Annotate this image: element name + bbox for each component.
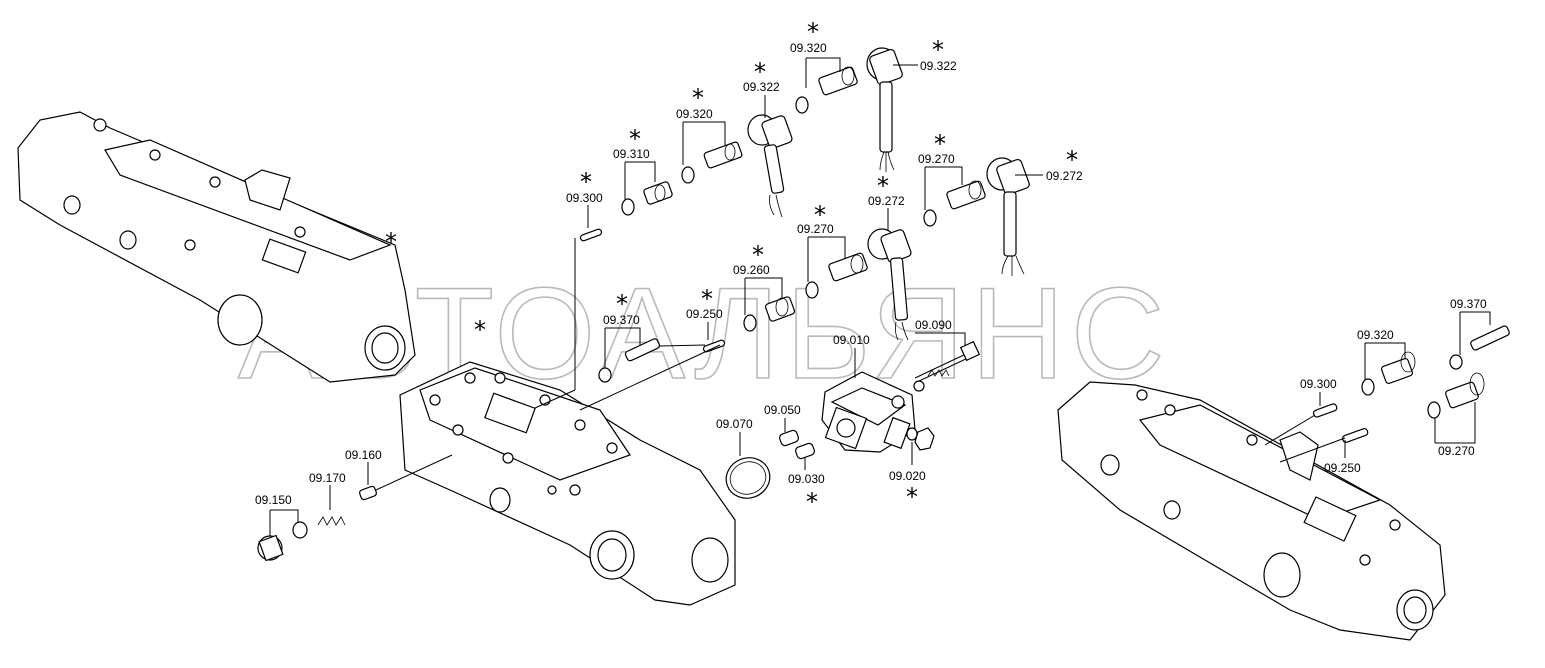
part-label: 09.300 — [566, 191, 603, 205]
part-label: 09.272 — [1046, 169, 1083, 183]
asterisk-markers: * * * * * * * * * * * * * * * * * — [385, 18, 1078, 516]
part-label: 09.272 — [868, 194, 905, 208]
connector-09-272-b — [986, 157, 1030, 276]
asterisk-marker: * — [814, 201, 826, 229]
leader-lines — [269, 57, 1491, 536]
connector-09-272-a — [867, 228, 912, 341]
sensor-09-320-b — [795, 66, 858, 114]
part-label: 09.320 — [790, 41, 827, 55]
part-label: 09.320 — [676, 107, 713, 121]
connector-09-322-a — [747, 114, 793, 218]
part-label: 09.150 — [255, 493, 292, 507]
plug-assembly — [257, 454, 453, 562]
valve-block — [821, 371, 916, 453]
part-label: 09.030 — [788, 472, 825, 486]
housing-top-left — [17, 111, 416, 383]
asterisk-marker: * — [616, 290, 628, 318]
part-label: 09.020 — [889, 469, 926, 483]
part-label: 09.010 — [833, 333, 870, 347]
part-label: 09.322 — [920, 59, 957, 73]
part-label: 09.370 — [1450, 297, 1487, 311]
part-label: 09.270 — [797, 222, 834, 236]
asterisk-marker: * — [932, 36, 944, 64]
stems-center — [534, 228, 726, 411]
asterisk-marker: * — [877, 172, 889, 200]
housing-main — [399, 361, 736, 606]
part-label: 09.260 — [733, 263, 770, 277]
asterisk-marker: * — [580, 168, 592, 196]
part-label: 09.250 — [1324, 461, 1361, 475]
bolt — [913, 340, 981, 392]
part-label: 09.170 — [309, 471, 346, 485]
asterisk-marker: * — [752, 241, 764, 269]
o-ring — [725, 457, 771, 499]
asterisk-marker: * — [474, 316, 486, 344]
sensor-09-310 — [621, 181, 673, 216]
right-group-parts — [1264, 325, 1510, 463]
part-label: 09.322 — [743, 80, 780, 94]
asterisk-marker: * — [754, 58, 766, 86]
sensor-09-270-a — [805, 252, 868, 299]
asterisk-marker: * — [934, 130, 946, 158]
asterisk-marker: * — [692, 84, 704, 112]
asterisk-marker: * — [1066, 146, 1078, 174]
part-label: 09.250 — [686, 307, 723, 321]
part-labels: 09.320 09.322 09.322 09.320 09.310 09.30… — [255, 41, 1487, 507]
part-label: 09.320 — [1357, 328, 1394, 342]
sensor-09-320-a — [681, 141, 743, 184]
part-label: 09.050 — [764, 403, 801, 417]
part-label: 09.270 — [1438, 444, 1475, 458]
sensor-09-270-b — [923, 180, 986, 227]
sensor-09-260 — [743, 296, 796, 332]
pins — [779, 429, 815, 460]
nut — [906, 427, 935, 451]
part-label: 09.160 — [345, 448, 382, 462]
part-label: 09.070 — [716, 417, 753, 431]
asterisk-marker: * — [629, 125, 641, 153]
part-label: 09.370 — [603, 313, 640, 327]
part-label: 09.270 — [918, 152, 955, 166]
part-label: 09.300 — [1300, 377, 1337, 391]
housing-right — [1057, 381, 1446, 641]
asterisk-marker: * — [385, 228, 397, 256]
asterisk-marker: * — [806, 488, 818, 516]
asterisk-marker: * — [906, 483, 918, 511]
connector-09-322-b — [866, 47, 903, 172]
part-label: 09.090 — [915, 318, 952, 332]
part-label: 09.310 — [613, 147, 650, 161]
asterisk-marker: * — [807, 18, 819, 46]
asterisk-marker: * — [701, 285, 713, 313]
